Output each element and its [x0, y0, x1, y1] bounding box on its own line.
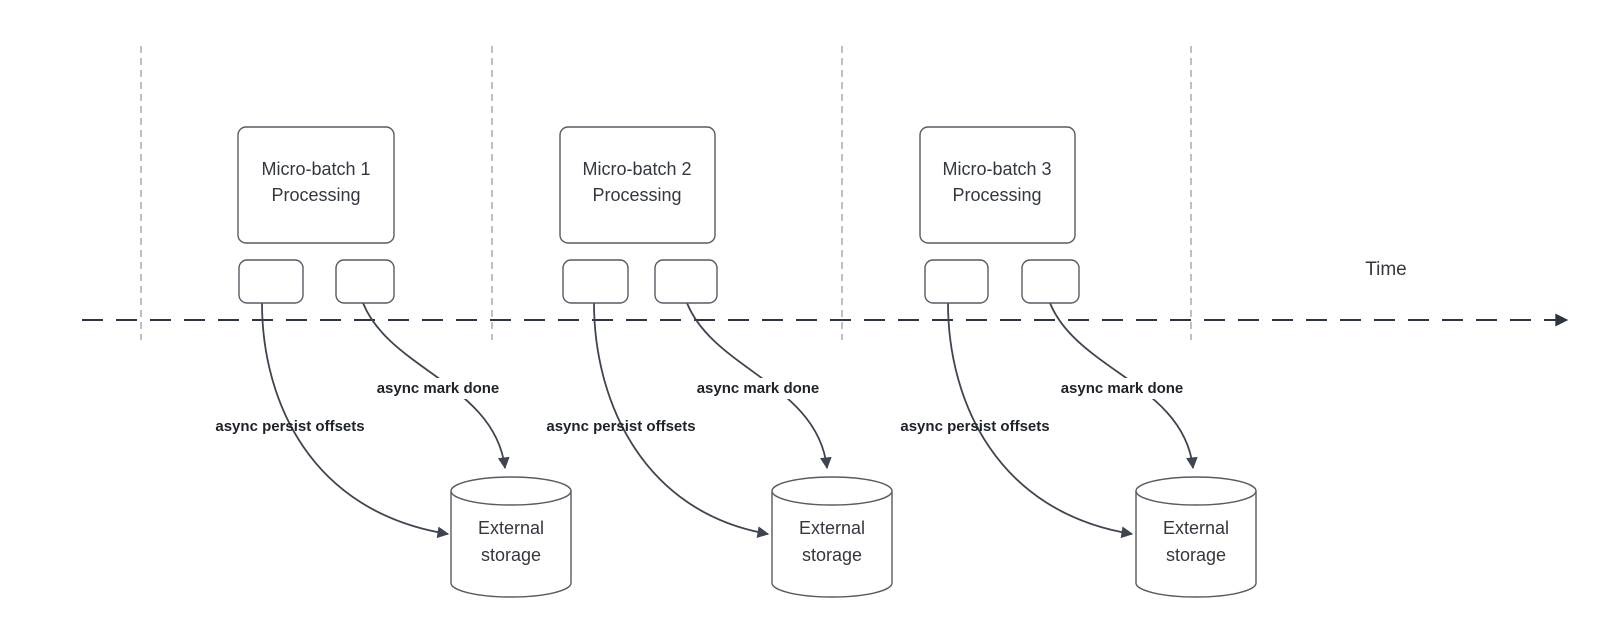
mark-done-label-background [366, 378, 510, 399]
external-storage-cylinder: External storage [771, 476, 893, 598]
mark-done-source-box [335, 259, 395, 304]
mark-done-label: async mark done [377, 380, 500, 397]
mark-done-label: async mark done [697, 380, 820, 397]
mark-done-label: async mark done [1061, 380, 1184, 397]
persist-offsets-label: async persist offsets [900, 418, 1049, 435]
microbatch-group-2: Micro-batch 2 Processing async mark done… [546, 126, 893, 598]
microbatch-processing-box [919, 126, 1076, 244]
microbatch-processing-box [559, 126, 716, 244]
persist-offsets-label: async persist offsets [546, 418, 695, 435]
processing-box-label-line1: Micro-batch 3 [942, 159, 1051, 179]
processing-box-label-line1: Micro-batch 1 [261, 159, 370, 179]
processing-box-label-line2: Processing [271, 185, 360, 205]
persist-offsets-arrow [261, 302, 450, 539]
mark-done-source-box [654, 259, 718, 304]
processing-box-label-line2: Processing [592, 185, 681, 205]
persist-offsets-arrow [593, 302, 770, 538]
external-storage-cylinder: External storage [1135, 476, 1257, 598]
persist-offsets-source-box [238, 259, 304, 304]
persist-offsets-label: async persist offsets [215, 418, 364, 435]
mark-done-source-box [1021, 259, 1080, 304]
external-storage-cylinder: External storage [450, 476, 572, 598]
persist-offsets-source-box [924, 259, 989, 304]
storage-label-line1: External [1163, 518, 1229, 538]
processing-box-label-line1: Micro-batch 2 [582, 159, 691, 179]
microbatch-processing-box [237, 126, 395, 244]
persist-offsets-source-box [562, 259, 629, 304]
time-axis-label: Time [1365, 259, 1407, 280]
mark-done-label-background [1050, 378, 1194, 399]
storage-label-line2: storage [481, 545, 541, 565]
storage-label-line1: External [478, 518, 544, 538]
storage-label-line2: storage [1166, 545, 1226, 565]
persist-offsets-arrow [947, 302, 1134, 539]
processing-box-label-line2: Processing [952, 185, 1041, 205]
storage-label-line1: External [799, 518, 865, 538]
mark-done-label-background [686, 378, 830, 399]
microbatch-group-1: Micro-batch 1 Processing async mark done… [215, 126, 572, 598]
storage-label-line2: storage [802, 545, 862, 565]
microbatch-group-3: Micro-batch 3 Processing async mark done… [900, 126, 1257, 598]
